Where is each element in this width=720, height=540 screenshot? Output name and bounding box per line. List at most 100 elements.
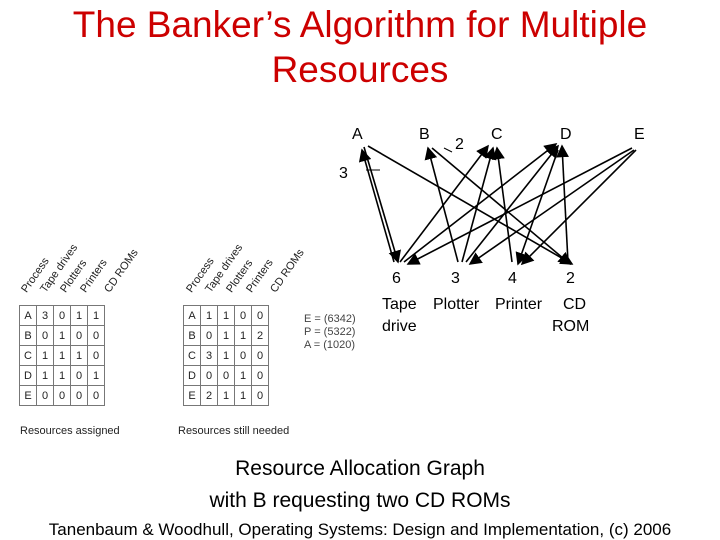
process-node-a: A bbox=[352, 126, 363, 143]
needed-cell: 1 bbox=[217, 385, 235, 406]
edge-e-tape bbox=[406, 147, 633, 265]
vector-p: P = (5322) bbox=[304, 326, 356, 338]
edge-tape-d bbox=[403, 143, 558, 263]
assigned-cell: 1 bbox=[36, 365, 54, 386]
resource-label-plotter: Plotter bbox=[433, 296, 480, 313]
needed-cell: 0 bbox=[200, 325, 218, 346]
assigned-cell: B bbox=[19, 325, 37, 346]
assigned-cell: 0 bbox=[87, 345, 105, 366]
vector-a: A = (1020) bbox=[304, 339, 356, 351]
needed-cell: 1 bbox=[200, 305, 218, 326]
assigned-cell: 0 bbox=[87, 325, 105, 346]
needed-cell: 1 bbox=[234, 385, 252, 406]
needed-caption: Resources still needed bbox=[178, 425, 290, 437]
assigned-cell: 1 bbox=[36, 345, 54, 366]
assigned-cell: 1 bbox=[87, 365, 105, 386]
needed-cell: B bbox=[183, 325, 201, 346]
edge-tape-a bbox=[358, 148, 395, 263]
needed-cell: 0 bbox=[234, 345, 252, 366]
assigned-cell: 0 bbox=[70, 325, 88, 346]
needed-cell: 0 bbox=[251, 365, 269, 386]
needed-cell: 2 bbox=[200, 385, 218, 406]
edge-e-plotter bbox=[468, 149, 635, 265]
needed-cell: 2 bbox=[251, 325, 269, 346]
assigned-caption: Resources assigned bbox=[20, 425, 120, 437]
assigned-cell: 1 bbox=[70, 345, 88, 366]
edge-b-cdrom bbox=[431, 147, 572, 266]
assigned-cell: 0 bbox=[53, 305, 71, 326]
needed-cell: E bbox=[183, 385, 201, 406]
needed-cell: 0 bbox=[200, 365, 218, 386]
graph-caption-line1: Resource Allocation Graph bbox=[235, 457, 485, 480]
assigned-cell: 1 bbox=[53, 365, 71, 386]
assigned-cell: 0 bbox=[87, 385, 105, 406]
assigned-cell: A bbox=[19, 305, 37, 326]
edge-a-cdrom bbox=[367, 145, 574, 265]
process-node-d: D bbox=[560, 126, 572, 143]
resource-count-printer: 4 bbox=[508, 270, 517, 287]
assigned-cell: 1 bbox=[53, 325, 71, 346]
slide-title: The Banker’s Algorithm for Multiple Reso… bbox=[72, 4, 648, 90]
assigned-cell: 0 bbox=[36, 325, 54, 346]
assigned-cell: 3 bbox=[36, 305, 54, 326]
resource-label-printer: Printer bbox=[495, 296, 543, 313]
edge-d-printer bbox=[515, 149, 559, 266]
edge-label-b: 2 bbox=[455, 136, 464, 153]
edge-cdrom-d bbox=[556, 144, 569, 263]
vector-e: E = (6342) bbox=[304, 313, 356, 325]
process-node-b: B bbox=[419, 126, 430, 143]
needed-cell: 1 bbox=[217, 345, 235, 366]
process-node-c: C bbox=[491, 126, 503, 143]
needed-cell: 3 bbox=[200, 345, 218, 366]
edge-e-printer bbox=[520, 149, 637, 266]
assigned-cell: 0 bbox=[36, 385, 54, 406]
needed-cell: 0 bbox=[251, 305, 269, 326]
assigned-cell: D bbox=[19, 365, 37, 386]
assigned-cell: 0 bbox=[53, 385, 71, 406]
needed-cell: 1 bbox=[234, 325, 252, 346]
needed-cell: A bbox=[183, 305, 201, 326]
needed-cell: 0 bbox=[251, 345, 269, 366]
edge-printer-c bbox=[492, 146, 513, 263]
assigned-cell: 0 bbox=[70, 365, 88, 386]
process-node-e: E bbox=[634, 126, 645, 143]
resource-count-tape: 6 bbox=[392, 270, 401, 287]
edge-label-a: 3 bbox=[339, 165, 348, 182]
needed-cell: 1 bbox=[217, 305, 235, 326]
edge-a-tape bbox=[363, 146, 401, 264]
graph-caption-line2: with B requesting two CD ROMs bbox=[209, 489, 511, 512]
assigned-cell: 1 bbox=[87, 305, 105, 326]
resource-count-cdrom: 2 bbox=[566, 270, 575, 287]
footer-citation: Tanenbaum & Woodhull, Operating Systems:… bbox=[48, 520, 672, 539]
resource-count-plotter: 3 bbox=[451, 270, 460, 287]
edge-tape-c bbox=[399, 144, 489, 263]
needed-cell: C bbox=[183, 345, 201, 366]
assigned-cell: 1 bbox=[70, 305, 88, 326]
resource-label-tape: Tape bbox=[382, 296, 417, 313]
needed-cell: 0 bbox=[251, 385, 269, 406]
needed-cell: 1 bbox=[234, 365, 252, 386]
needed-cell: 1 bbox=[217, 325, 235, 346]
resource-label-rom: ROM bbox=[552, 318, 590, 335]
assigned-cell: 1 bbox=[53, 345, 71, 366]
needed-cell: 0 bbox=[217, 365, 235, 386]
resource-label-cd: CD bbox=[563, 296, 587, 313]
needed-cell: 0 bbox=[234, 305, 252, 326]
resource-label-drive: drive bbox=[382, 318, 417, 335]
edge-plotter-d bbox=[465, 144, 559, 263]
assigned-cell: C bbox=[19, 345, 37, 366]
assigned-cell: 0 bbox=[70, 385, 88, 406]
